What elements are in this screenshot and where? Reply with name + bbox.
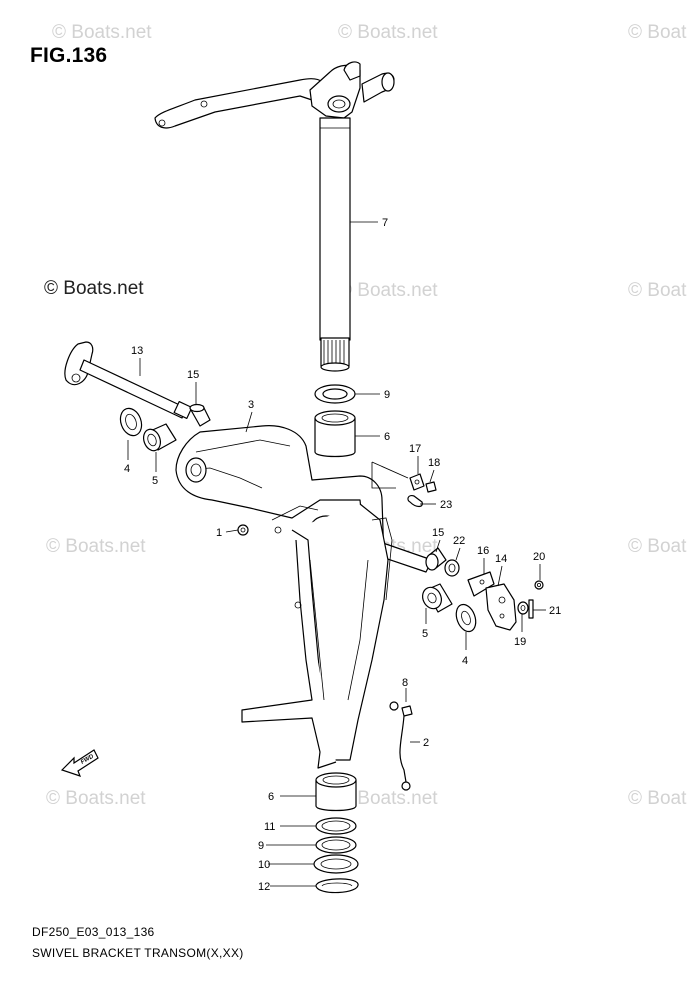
nut-small-part	[534, 580, 544, 590]
callout-9: 9	[384, 389, 390, 401]
callout-9: 9	[258, 840, 264, 852]
collar-right-part	[425, 547, 447, 571]
watermark: © Boats.net	[338, 280, 438, 301]
callout-18: 18	[428, 457, 440, 469]
watermark: © Boat	[628, 788, 687, 809]
callout-4: 4	[124, 463, 130, 475]
thrust-washer-right-part	[455, 603, 477, 633]
callout-8: 8	[402, 677, 408, 689]
watermark: © Boats.net	[46, 536, 146, 557]
callout-4: 4	[462, 655, 468, 667]
callout-13: 13	[131, 345, 143, 357]
thrust-washer-part	[119, 407, 143, 437]
pin-part	[528, 599, 534, 619]
watermark: © Boat	[628, 536, 687, 557]
washer-part	[314, 384, 356, 404]
callout-12: 12	[258, 881, 270, 893]
callout-11: 11	[264, 821, 275, 833]
callouts: 7 9 6 13 15 3 4 5 17 18 23 1 15 22 16 14…	[124, 217, 561, 893]
watermark: © Boats.net	[52, 22, 152, 43]
bushing-part	[314, 410, 356, 458]
grease-nipple-part	[237, 524, 249, 536]
callout-16: 16	[477, 545, 489, 557]
bolt-part	[425, 481, 437, 493]
watermark: © Boats.net	[46, 788, 146, 809]
lower-bushing-part	[315, 772, 357, 812]
tilt-rod-part	[64, 341, 193, 419]
callout-3: 3	[248, 399, 254, 411]
callout-6: 6	[384, 431, 390, 443]
callout-6: 6	[268, 791, 274, 803]
swivel-bracket-part	[175, 425, 433, 769]
stopper-part	[409, 473, 425, 491]
washer-small-part	[517, 601, 529, 615]
watermark: © Boats.net	[338, 788, 438, 809]
tilt-lever-part	[467, 571, 495, 597]
callout-22: 22	[453, 535, 465, 547]
collar-part	[189, 403, 211, 427]
fwd-arrow-icon: FWD	[60, 749, 99, 777]
ground-wire-part	[399, 715, 411, 791]
callout-17: 17	[409, 443, 421, 455]
lower-seal-part	[315, 817, 357, 835]
callout-15: 15	[187, 369, 199, 381]
leader-lines	[127, 221, 546, 887]
circlip-part	[315, 878, 359, 894]
figure-code: DF250_E03_013_136	[32, 925, 155, 939]
callout-7: 7	[382, 217, 388, 229]
ground-bolt-part	[389, 701, 413, 717]
lower-washer-part	[315, 836, 357, 854]
tilt-bushing-part	[142, 423, 177, 452]
callout-5: 5	[422, 628, 428, 640]
figure-title: FIG.136	[30, 44, 108, 67]
callout-23: 23	[440, 499, 452, 511]
steering-shaft-part	[154, 61, 395, 372]
callout-5: 5	[152, 475, 158, 487]
nut-part	[444, 559, 460, 577]
callout-20: 20	[533, 551, 545, 563]
callout-10: 10	[258, 859, 270, 871]
callout-19: 19	[514, 636, 526, 648]
tilt-bushing-right-part	[422, 583, 453, 613]
callout-2: 2	[423, 737, 429, 749]
callout-14: 14	[495, 553, 507, 565]
figure-caption: SWIVEL BRACKET TRANSOM(X,XX)	[32, 946, 244, 960]
lower-washer-2-part	[313, 854, 359, 874]
callout-21: 21	[549, 605, 561, 617]
watermark: © Boat	[628, 22, 687, 43]
watermark: © Boats.net	[338, 22, 438, 43]
callout-1: 1	[216, 527, 222, 539]
watermark: © Boat	[628, 280, 687, 301]
callout-15: 15	[432, 527, 444, 539]
clip-part	[407, 495, 423, 508]
tilt-lock-plate-part	[485, 583, 517, 631]
watermark: © Boats.net	[44, 278, 144, 299]
